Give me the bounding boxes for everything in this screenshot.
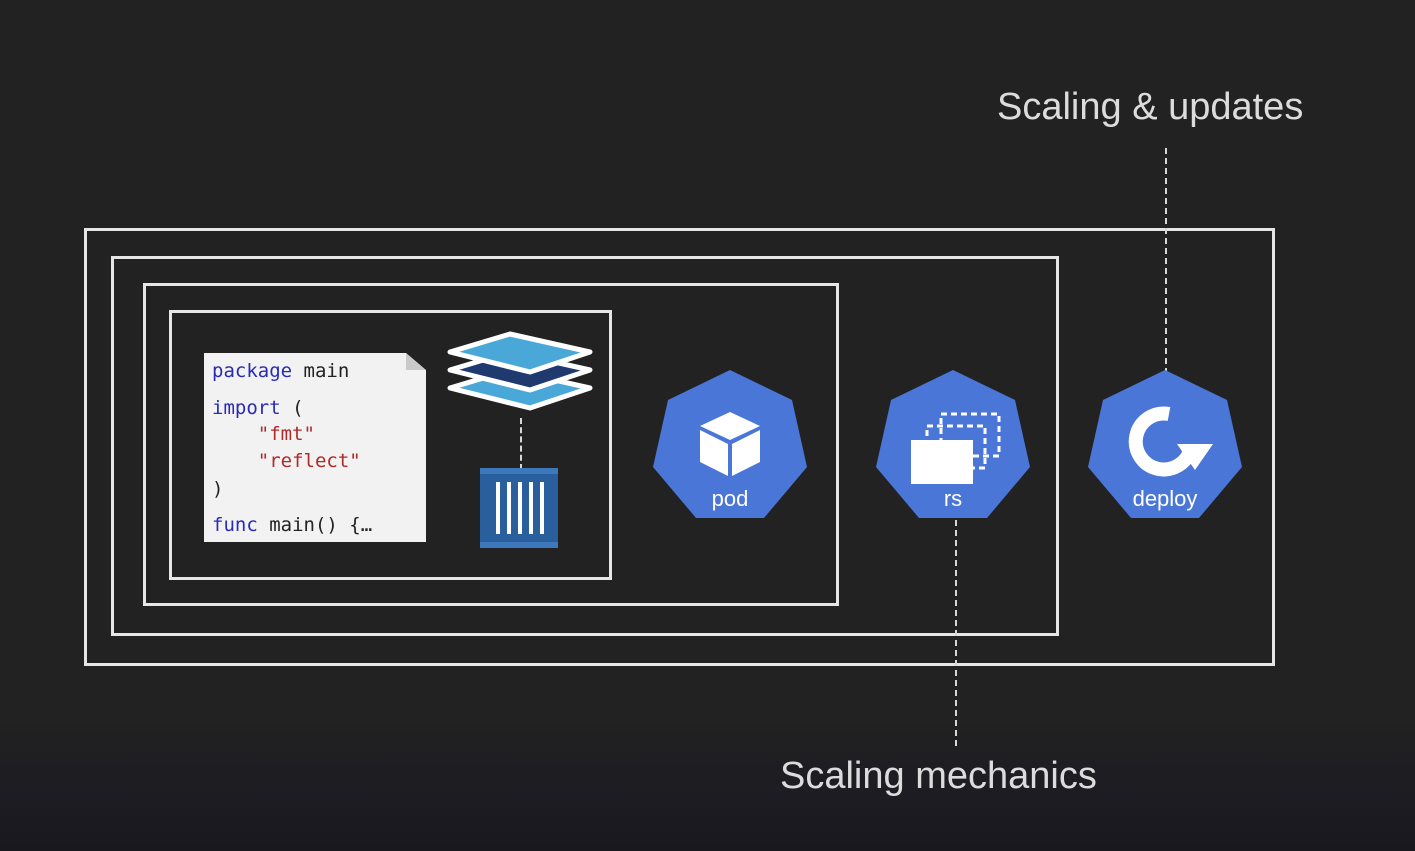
rs-badge: rs — [876, 370, 1030, 518]
source-code-document: package main import ( "fmt" "reflect" ) … — [204, 353, 426, 542]
scaling-updates-label: Scaling & updates — [997, 86, 1304, 128]
replicaset-frame — [111, 256, 1059, 636]
layers-container-connector — [520, 418, 522, 470]
deploy-label: deploy — [1133, 486, 1198, 511]
deploy-badge: deploy — [1088, 370, 1242, 518]
deployment-frame — [84, 228, 1275, 666]
stacked-windows-icon — [911, 412, 1001, 484]
pod-label: pod — [712, 486, 749, 511]
container-icon — [480, 468, 558, 548]
scaling-mechanics-label: Scaling mechanics — [780, 755, 1097, 797]
pod-badge: pod — [653, 370, 807, 518]
cube-icon — [700, 412, 760, 476]
pod-frame — [143, 283, 839, 606]
code-keyword-package: package — [212, 360, 293, 382]
code-keyword-func: func — [212, 514, 258, 536]
rs-connector-line — [955, 520, 957, 746]
code-line-close-paren: ) — [212, 478, 224, 500]
layers-icon — [447, 331, 593, 411]
code-line-1-rest: main — [292, 360, 350, 382]
rs-label: rs — [944, 486, 962, 511]
code-line-fmt: "fmt" — [212, 423, 315, 445]
code-line-6-rest: main() {… — [257, 514, 373, 536]
container-frame — [169, 310, 612, 580]
code-keyword-import: import — [212, 397, 281, 419]
code-line-2-rest: ( — [280, 397, 304, 419]
deploy-connector-line — [1165, 148, 1167, 374]
rotate-arrow-icon — [1128, 406, 1213, 477]
code-line-reflect: "reflect" — [212, 450, 361, 472]
